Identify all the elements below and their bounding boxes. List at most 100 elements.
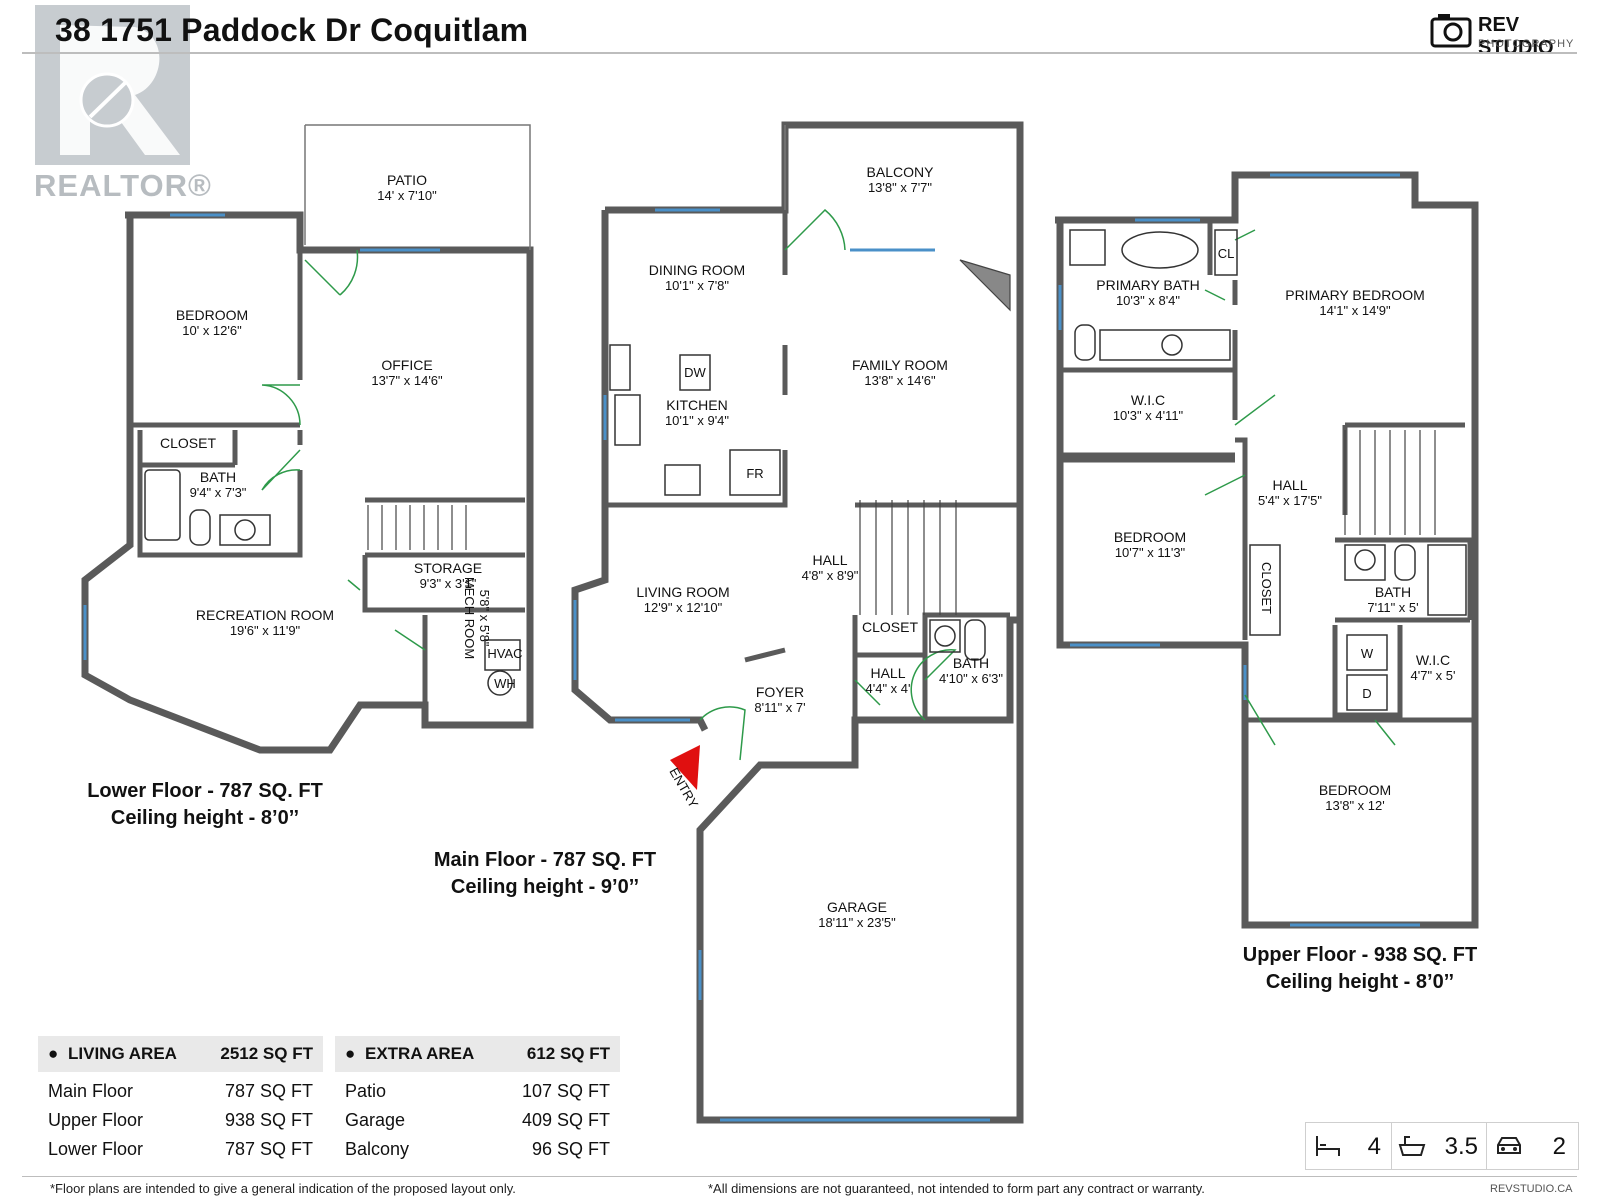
footer-website: REVSTUDIO.CA — [1490, 1183, 1573, 1195]
room-name-upper-bedroom2: BEDROOM — [1319, 782, 1391, 798]
extra-row-value: 96 SQ FT — [531, 1139, 610, 1159]
living-row-name: Lower Floor — [48, 1139, 144, 1159]
lower-inner-walls — [130, 250, 525, 705]
main-floor-ceiling: Ceiling height - 9’0’’ — [450, 876, 640, 898]
footer-note-left: *Floor plans are intended to give a gene… — [50, 1181, 516, 1196]
room-name-upper-bedroom1: BEDROOM — [1114, 529, 1186, 545]
room-name-lower-bath: BATH — [200, 469, 236, 485]
fixture-label-d: D — [1362, 686, 1371, 701]
room-dim-lower-bedroom: 10' x 12'6" — [182, 323, 242, 338]
room-name-main-hall2: HALL — [870, 665, 905, 681]
garage-count: 2 — [1552, 1133, 1566, 1160]
realtor-logo-icon — [35, 5, 190, 165]
main-floor-label: Main Floor - 787 SQ. FT Ceiling height -… — [410, 847, 680, 901]
room-name-wic2: W.I.C — [1416, 652, 1450, 668]
fixture-label-upper-closet: CLOSET — [1259, 562, 1274, 614]
room-name-main-bath: BATH — [953, 655, 989, 671]
stairs-lines — [367, 259, 1436, 615]
room-dim-lower-bath: 9'4" x 7'3" — [190, 485, 247, 500]
bullet-icon: ● — [345, 1044, 356, 1063]
extra-area-header: ● EXTRA AREA 612 SQ FT — [335, 1036, 620, 1072]
room-dim-kitchen: 10'1" x 9'4" — [665, 413, 729, 428]
room-name-storage: STORAGE — [414, 560, 482, 576]
room-dim-primary-bath: 10'3" x 8'4" — [1116, 293, 1180, 308]
room-dim-wic2: 4'7" x 5' — [1411, 668, 1456, 683]
living-row-name: Main Floor — [48, 1081, 134, 1101]
room-dim-dining: 10'1" x 7'8" — [665, 278, 729, 293]
living-area-label: LIVING AREA — [68, 1044, 177, 1063]
lower-floor-ceiling: Ceiling height - 8’0’’ — [110, 807, 300, 829]
room-dim-upper-bedroom2: 13'8" x 12' — [1325, 798, 1384, 813]
living-area-header: ● LIVING AREA 2512 SQ FT — [38, 1036, 323, 1072]
fixture-label-wh: WH — [494, 676, 516, 691]
living-area-table: ● LIVING AREA 2512 SQ FT Main Floor 787 … — [38, 1036, 323, 1166]
camera-icon — [1430, 12, 1472, 48]
extra-row: Garage 409 SQ FT — [335, 1107, 620, 1136]
baths-count: 3.5 — [1444, 1133, 1478, 1160]
fixture-label-hvac: HVAC — [487, 646, 522, 661]
property-title: 38 1751 Paddock Dr Coquitlam — [55, 12, 529, 48]
room-dim-foyer: 8'11" x 7' — [754, 700, 805, 715]
extra-row-name: Patio — [345, 1081, 387, 1101]
room-name-mech: MECH ROOM — [462, 577, 477, 659]
room-name-dining: DINING ROOM — [649, 262, 745, 278]
living-area-total: 2512 SQ FT — [220, 1044, 313, 1063]
room-name-primary-bedroom: PRIMARY BEDROOM — [1285, 287, 1425, 303]
beds-count: 4 — [1367, 1133, 1381, 1160]
living-row: Lower Floor 787 SQ FT — [38, 1136, 323, 1165]
windows — [83, 173, 1420, 1122]
living-row-name: Upper Floor — [48, 1110, 144, 1130]
fixtures — [144, 229, 1467, 711]
room-name-kitchen: KITCHEN — [666, 397, 727, 413]
room-dim-upper-hall: 5'4" x 17'5" — [1258, 493, 1322, 508]
bullet-icon: ● — [48, 1044, 59, 1063]
room-name-balcony: BALCONY — [867, 164, 935, 180]
room-dim-office: 13'7" x 14'6" — [371, 373, 443, 388]
room-name-living: LIVING ROOM — [636, 584, 729, 600]
room-dim-main-hall: 4'8" x 8'9" — [802, 568, 859, 583]
bed-icon — [1316, 1136, 1340, 1156]
upper-floor-ceiling: Ceiling height - 8’0’’ — [1265, 971, 1455, 993]
upper-floor-area: Upper Floor - 938 SQ. FT — [1242, 944, 1478, 966]
room-dim-upper-bath: 7'11" x 5' — [1367, 600, 1418, 615]
extra-row-value: 107 SQ FT — [521, 1081, 610, 1101]
extra-area-total: 612 SQ FT — [526, 1044, 610, 1063]
beds-cell: 4 — [1306, 1123, 1392, 1169]
extra-area-table: ● EXTRA AREA 612 SQ FT Patio 107 SQ FT G… — [335, 1036, 620, 1166]
room-name-patio: PATIO — [387, 172, 427, 188]
room-dim-main-bath: 4'10" x 6'3" — [939, 671, 1003, 686]
room-name-foyer: FOYER — [756, 684, 804, 700]
room-dim-main-hall2: 4'4" x 4' — [866, 681, 911, 696]
lower-floor-area: Lower Floor - 787 SQ. FT — [87, 780, 323, 802]
room-dim-upper-bedroom1: 10'7" x 11'3" — [1115, 545, 1186, 560]
room-name-wic1: W.I.C — [1131, 392, 1165, 408]
room-dim-living: 12'9" x 12'10" — [644, 600, 723, 615]
entry-marker-icon — [670, 745, 700, 790]
extra-row: Balcony 96 SQ FT — [335, 1136, 620, 1165]
lower-outer-wall — [81, 211, 534, 754]
room-name-main-hall: HALL — [812, 552, 847, 568]
room-name-lower-closet: CLOSET — [160, 435, 216, 451]
brand-subtitle: PHOTOGRAPHY — [1478, 38, 1575, 50]
room-name-main-closet: CLOSET — [862, 619, 918, 635]
footer-divider — [22, 1176, 1577, 1177]
room-name-primary-bath: PRIMARY BATH — [1096, 277, 1199, 293]
fixture-label-fr: FR — [746, 466, 763, 481]
living-row-value: 787 SQ FT — [224, 1081, 313, 1101]
main-floor-area: Main Floor - 787 SQ. FT — [433, 849, 657, 871]
upper-outer-wall — [1055, 171, 1479, 929]
garage-cell: 2 — [1486, 1123, 1578, 1169]
room-dim-wic1: 10'3" x 4'11" — [1113, 408, 1184, 423]
room-dim-balcony: 13'8" x 7'7" — [868, 180, 932, 195]
room-dim-patio: 14' x 7'10" — [377, 188, 437, 203]
lower-floor-label: Lower Floor - 787 SQ. FT Ceiling height … — [60, 778, 350, 832]
living-row: Upper Floor 938 SQ FT — [38, 1107, 323, 1136]
room-dim-garage: 18'11" x 23'5" — [818, 915, 896, 930]
room-name-recreation: RECREATION ROOM — [196, 607, 334, 623]
room-name-family: FAMILY ROOM — [852, 357, 948, 373]
property-summary: 4 3.5 2 — [1305, 1122, 1579, 1170]
room-name-garage: GARAGE — [827, 899, 887, 915]
header-divider — [22, 52, 1577, 54]
room-dim-mech: 5'8" x 5'8" — [477, 590, 492, 647]
